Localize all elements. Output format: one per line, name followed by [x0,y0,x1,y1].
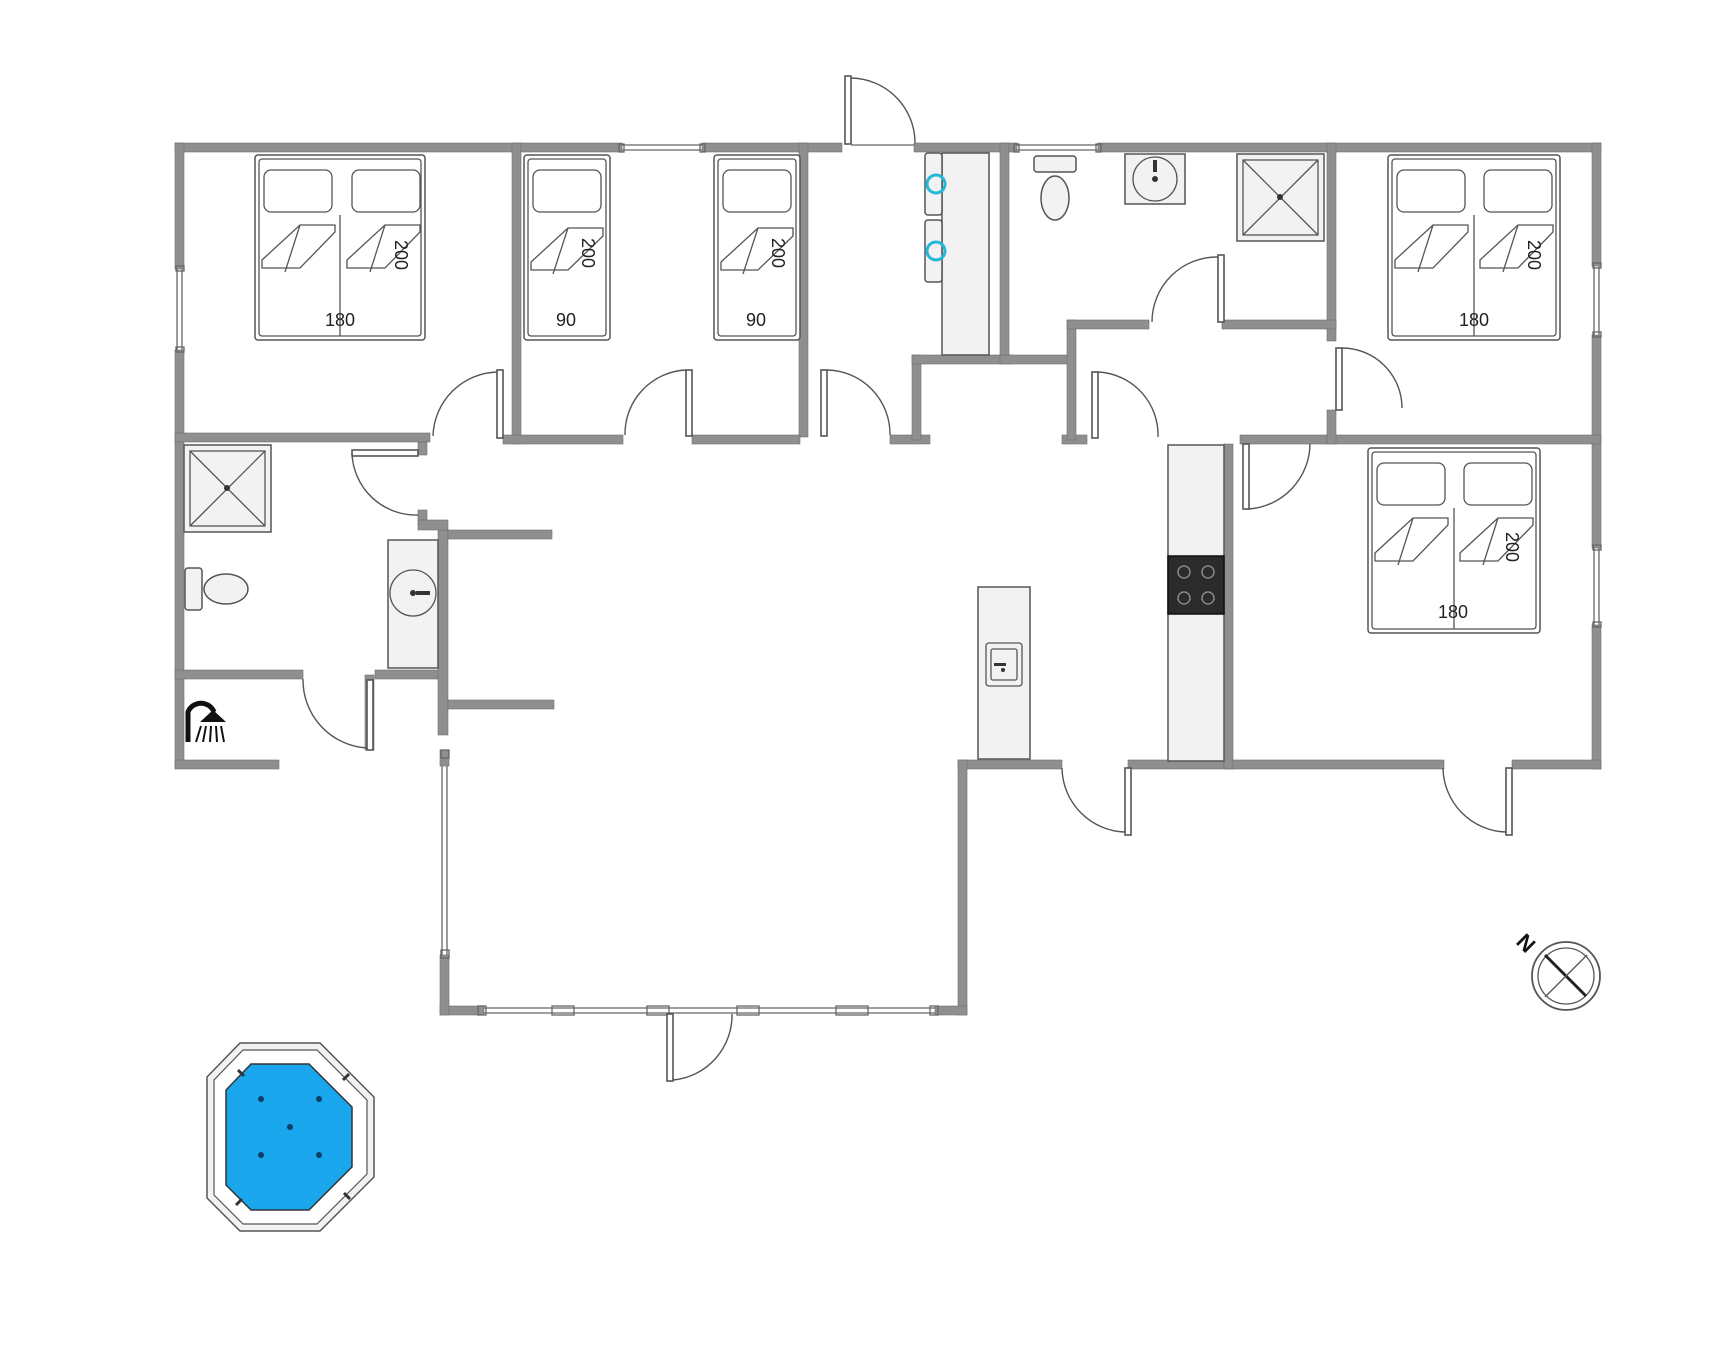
windows [175,143,1602,1016]
kitchen [977,444,1225,762]
shower-tray-east [1236,153,1325,242]
doors [302,75,1513,1082]
bed-width-label: 180 [325,310,355,330]
bed-ne-double: 180 200 [1387,154,1561,341]
sink-west [387,539,439,669]
compass-north-label: N [1511,929,1540,958]
kitchen-sink-icon [985,642,1023,687]
door-bedroom-single-1[interactable] [685,369,693,437]
door-bathroom-east[interactable] [1217,254,1225,323]
hob-icon [1167,555,1225,615]
door-bedroom-ne[interactable] [1335,347,1343,411]
door-entrance-north[interactable] [844,75,852,145]
shower-tray-west [183,444,272,533]
bed-width-label: 180 [1438,602,1468,622]
toilet-east [1033,155,1077,221]
bed-length-label: 200 [578,238,598,268]
bed-length-label: 200 [1502,532,1522,562]
door-bedroom-single-2[interactable] [820,369,828,437]
bed-length-label: 200 [1524,240,1544,270]
door-exit-east-1[interactable] [1124,767,1132,836]
sink-east [1124,153,1186,205]
bed-width-label: 90 [556,310,576,330]
bed-single-1: 90 200 [523,154,611,341]
outdoor-shower-icon [185,700,226,743]
door-bedroom-nw[interactable] [496,369,504,439]
door-exit-east-2[interactable] [1505,767,1513,836]
bed-single-2: 90 200 [713,154,801,341]
door-bathroom-west[interactable] [351,449,419,457]
hot-tub [206,1042,375,1232]
fixtures [183,152,1325,743]
bed-nw-double: 180 200 [254,154,426,341]
bed-width-label: 180 [1459,310,1489,330]
laundry-counter [924,152,990,356]
walls [174,142,1602,1016]
beds: 180 200 90 200 90 200 [254,154,1561,634]
door-shower-room[interactable] [366,679,374,751]
compass-icon: N [1511,929,1601,1011]
bed-length-label: 200 [391,240,411,270]
toilet-west [184,567,249,611]
bed-length-label: 200 [768,238,788,268]
door-exit-south[interactable] [666,1013,674,1082]
door-hall[interactable] [1091,371,1099,439]
door-bedroom-e[interactable] [1242,443,1250,510]
kitchen-island [977,586,1031,760]
bed-e-double: 180 200 [1367,447,1541,634]
bed-width-label: 90 [746,310,766,330]
